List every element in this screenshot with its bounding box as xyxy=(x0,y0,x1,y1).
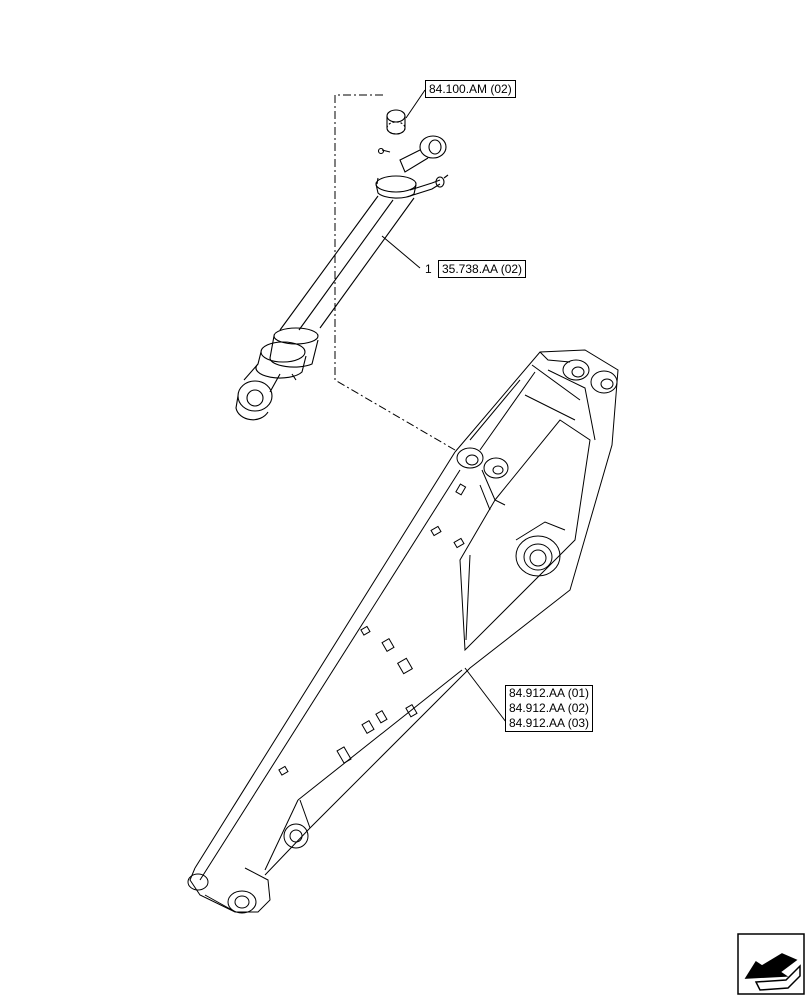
boom-reference-callout: 84.912.AA (01) 84.912.AA (02) 84.912.AA … xyxy=(505,685,594,732)
hydraulic-cylinder xyxy=(235,135,449,421)
top-reference-callout[interactable]: 84.100.AM (02) xyxy=(425,80,516,98)
assembly-dashdot-line xyxy=(334,94,456,451)
cylinder-reference-callout[interactable]: 35.738.AA (02) xyxy=(438,260,527,278)
top-leader-line xyxy=(405,89,426,119)
boom-ref-line-2[interactable]: 84.912.AA (02) xyxy=(509,701,590,715)
boom-brackets xyxy=(278,483,467,776)
boom-ref-line-3[interactable]: 84.912.AA (03) xyxy=(509,716,590,730)
cylinder-item-number: 1 xyxy=(425,262,432,276)
boom-arm xyxy=(187,349,619,914)
bushing-part xyxy=(386,109,406,135)
boom-ref-line-1[interactable]: 84.912.AA (01) xyxy=(509,686,590,700)
boom-leader-line xyxy=(464,667,507,723)
navigation-arrow-icon[interactable] xyxy=(737,933,805,995)
cylinder-leader-line xyxy=(381,235,421,269)
